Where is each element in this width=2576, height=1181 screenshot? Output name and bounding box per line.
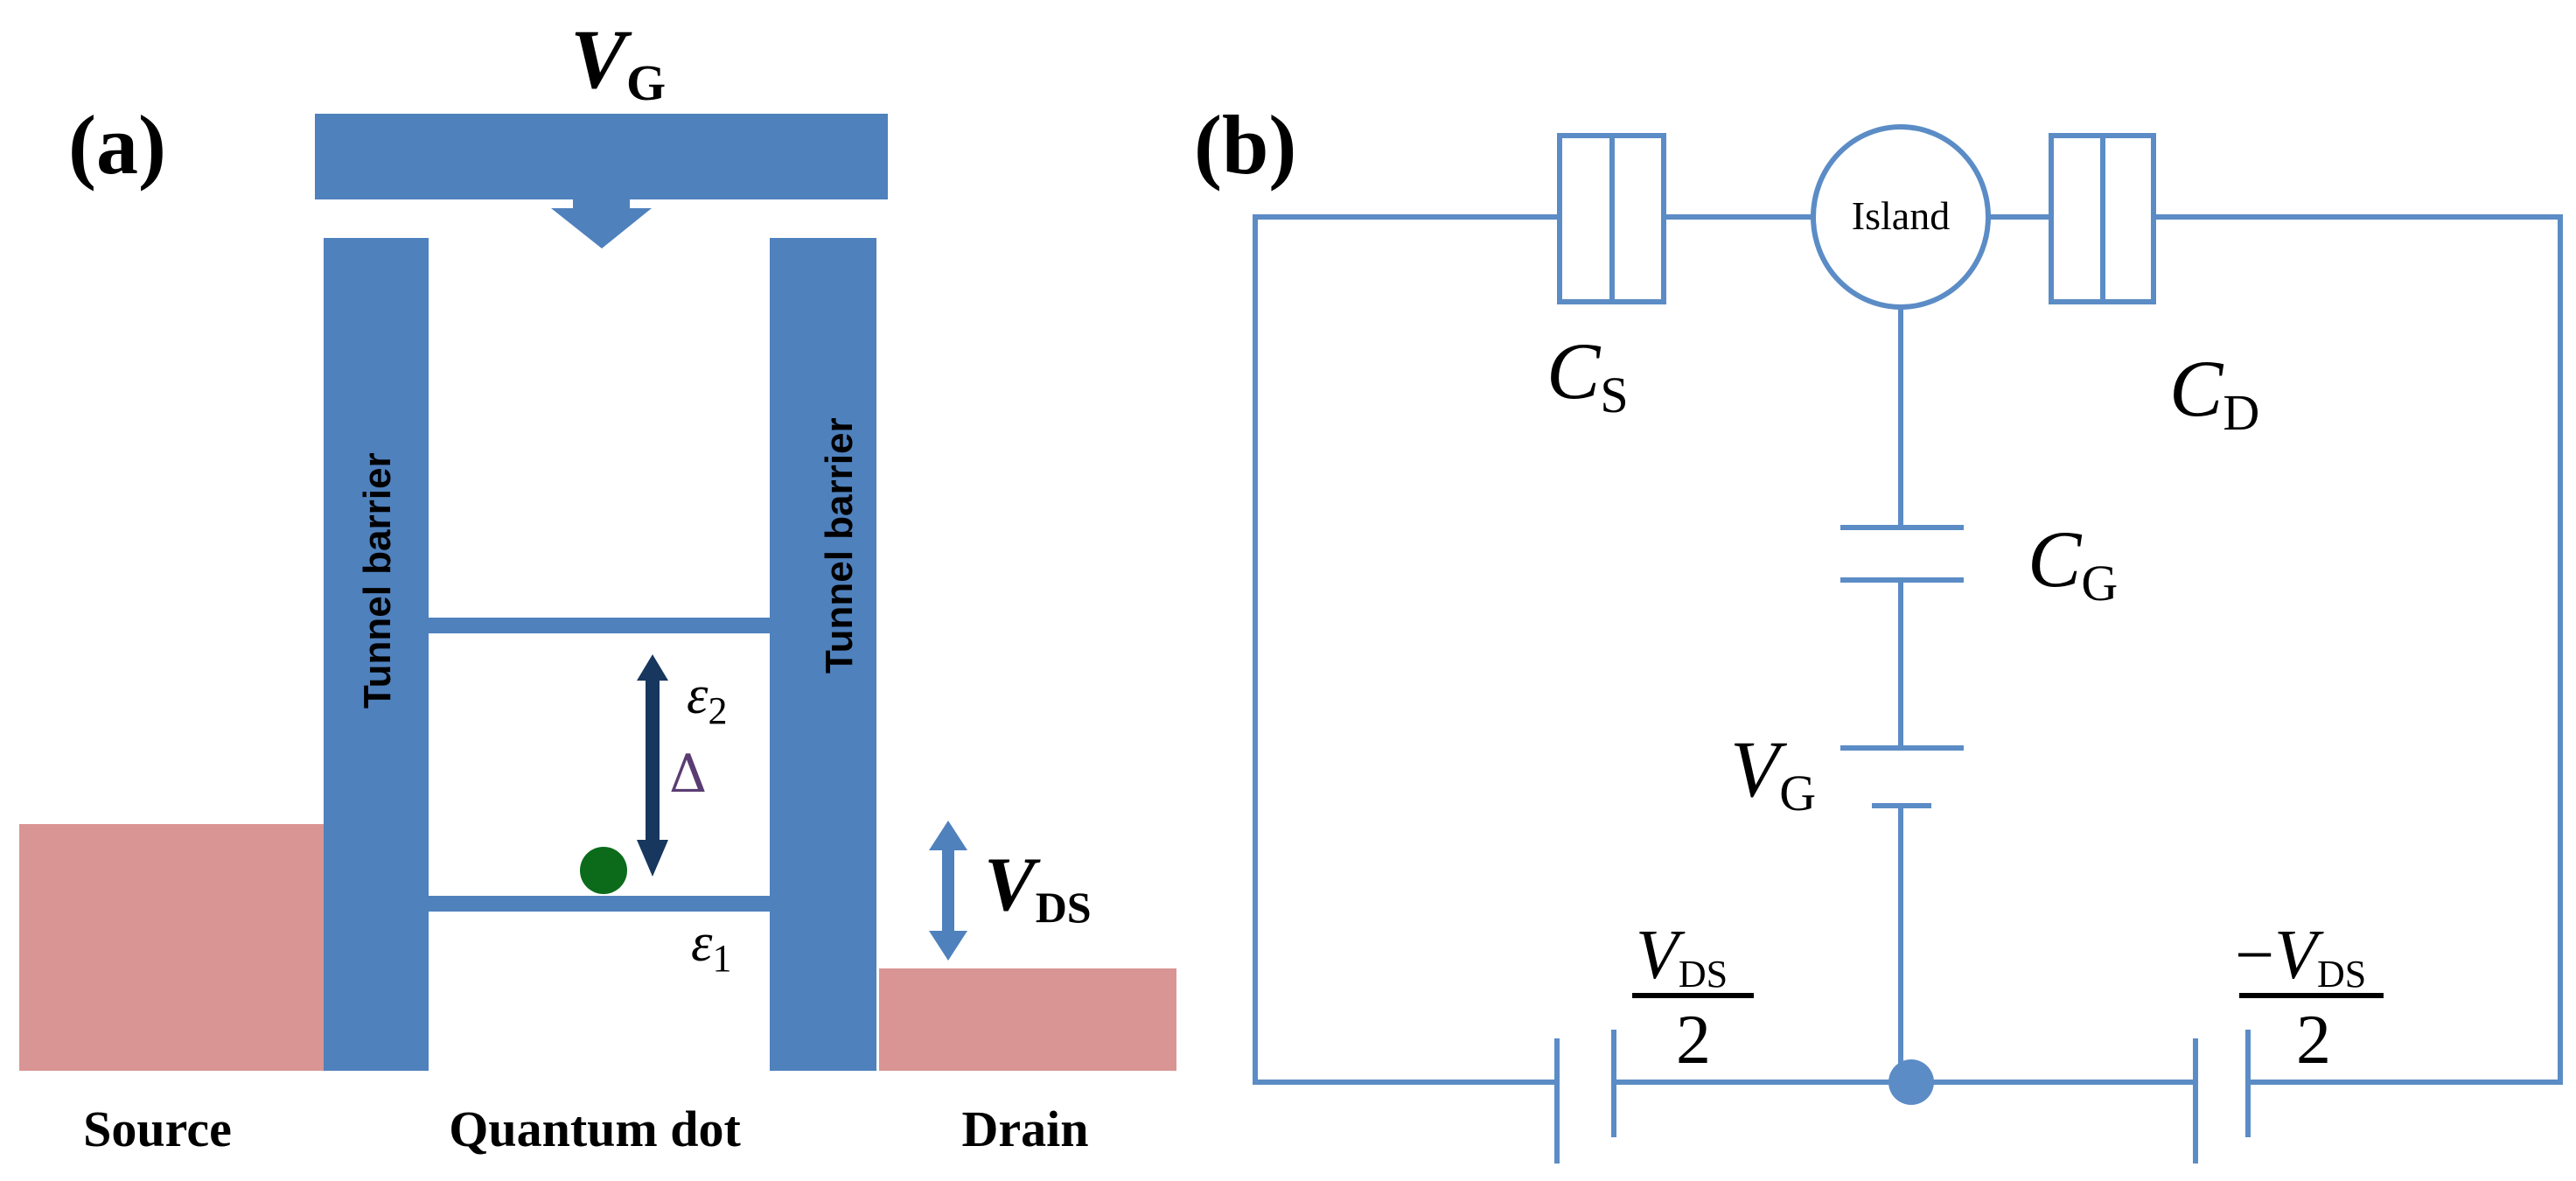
vds-half-right-numerator: −VDS	[2235, 917, 2366, 996]
gate-voltage-label: VG	[570, 12, 666, 111]
electron-dot	[580, 847, 627, 894]
wire-right-loop	[2154, 214, 2563, 1085]
drain-reservoir	[879, 968, 1176, 1071]
epsilon-1-label: ε1	[691, 913, 731, 980]
tunnel-barrier-right-label: Tunnel barrier	[818, 417, 861, 674]
gap-label: Δ	[669, 744, 707, 805]
source-reservoir	[19, 824, 325, 1071]
epsilon-2-label: ε2	[687, 666, 727, 732]
cd-label: CD	[2169, 344, 2259, 441]
tunnel-barrier-left	[324, 238, 429, 1071]
bias-voltage-label: VDS	[984, 842, 1092, 932]
vds-half-left: VDS 2	[1632, 917, 1754, 1079]
energy-level-upper	[429, 618, 770, 633]
panel-b-labels: CS CD CG VG VDS 2 −VDS 2	[1546, 326, 2384, 1079]
vds-half-right-denominator: 2	[2296, 1002, 2331, 1079]
cs-label: CS	[1546, 326, 1629, 423]
vds-half-right: −VDS 2	[2235, 917, 2384, 1079]
source-label: Source	[83, 1101, 232, 1157]
energy-level-lower	[429, 896, 770, 912]
vg-label: VG	[1730, 724, 1816, 821]
ground-node	[1888, 1059, 1934, 1105]
panel-b: (b) Island	[1194, 98, 2563, 1164]
bias-arrow-head-up	[929, 821, 967, 850]
island-label: Island	[1852, 193, 1950, 238]
tunnel-barrier-left-label: Tunnel barrier	[356, 452, 399, 709]
gap-arrow-head-up	[637, 654, 668, 681]
drain-label: Drain	[962, 1101, 1089, 1157]
vds-half-left-numerator: VDS	[1636, 917, 1728, 996]
cg-label: CG	[2028, 514, 2118, 611]
gate-electrode	[315, 114, 888, 199]
gate-arrow	[551, 199, 652, 248]
panel-a: (a) VG Tunnel barrier Tunnel barrier Δ ε…	[19, 12, 1176, 1157]
bias-arrow-head-down	[929, 931, 967, 961]
gap-arrow-head-down	[637, 840, 668, 877]
wire-left-loop	[1253, 214, 1560, 1085]
panel-b-label: (b)	[1194, 98, 1296, 192]
panel-a-label: (a)	[68, 98, 166, 192]
quantum-dot-label: Quantum dot	[449, 1101, 741, 1157]
tunnel-barrier-right	[770, 238, 876, 1071]
vds-half-left-denominator: 2	[1676, 1002, 1711, 1079]
